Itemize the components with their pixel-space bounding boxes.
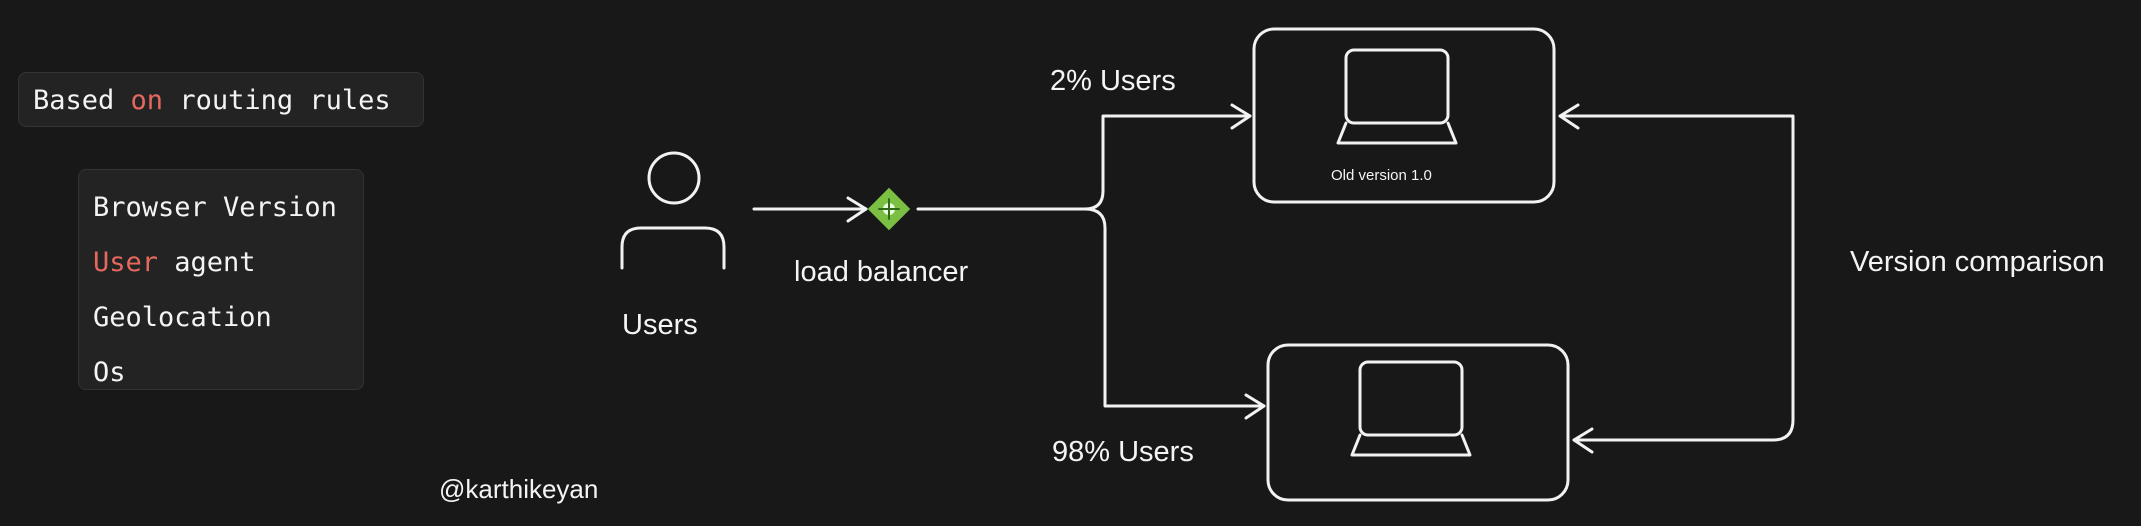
route-top-label: 2% Users — [1050, 65, 1176, 97]
factor-text: Os — [93, 357, 126, 388]
users-to-lb-arrow — [752, 196, 868, 223]
old-version-label: Old version 1.0 — [1331, 167, 1432, 184]
factor-item: Os — [93, 345, 363, 400]
lb-output-line — [916, 189, 1105, 211]
route-bottom-arrow — [1083, 207, 1266, 420]
routing-suffix: routing rules — [163, 85, 391, 116]
routing-factors-box: Browser Version User agent Geolocation O… — [78, 169, 364, 390]
version-comparison-label: Version comparison — [1850, 246, 2105, 278]
author-handle: @karthikeyan — [439, 474, 599, 504]
laptop-icon — [1336, 48, 1458, 145]
route-top-arrow — [1101, 103, 1252, 193]
factor-item: User agent — [93, 235, 363, 290]
load-balancer-icon — [867, 187, 911, 231]
factor-text: agent — [158, 247, 256, 278]
version-comparison-bracket — [1558, 103, 1795, 454]
routing-keyword: on — [130, 85, 164, 116]
user-icon — [620, 151, 726, 270]
old-version-box — [1252, 27, 1556, 204]
factor-keyword: User — [93, 247, 159, 278]
factor-item: Browser Version — [93, 180, 363, 235]
new-version-box — [1266, 343, 1570, 502]
factor-text: Geolocation — [93, 302, 272, 333]
factor-text: Browser Version — [93, 192, 337, 223]
routing-rules-box: Based on routing rules — [18, 72, 424, 127]
route-bottom-label: 98% Users — [1052, 436, 1194, 468]
users-label: Users — [622, 309, 698, 341]
routing-prefix: Based — [33, 85, 131, 116]
factor-item: Geolocation — [93, 290, 363, 345]
laptop-icon — [1350, 360, 1472, 457]
load-balancer-label: load balancer — [794, 256, 969, 288]
